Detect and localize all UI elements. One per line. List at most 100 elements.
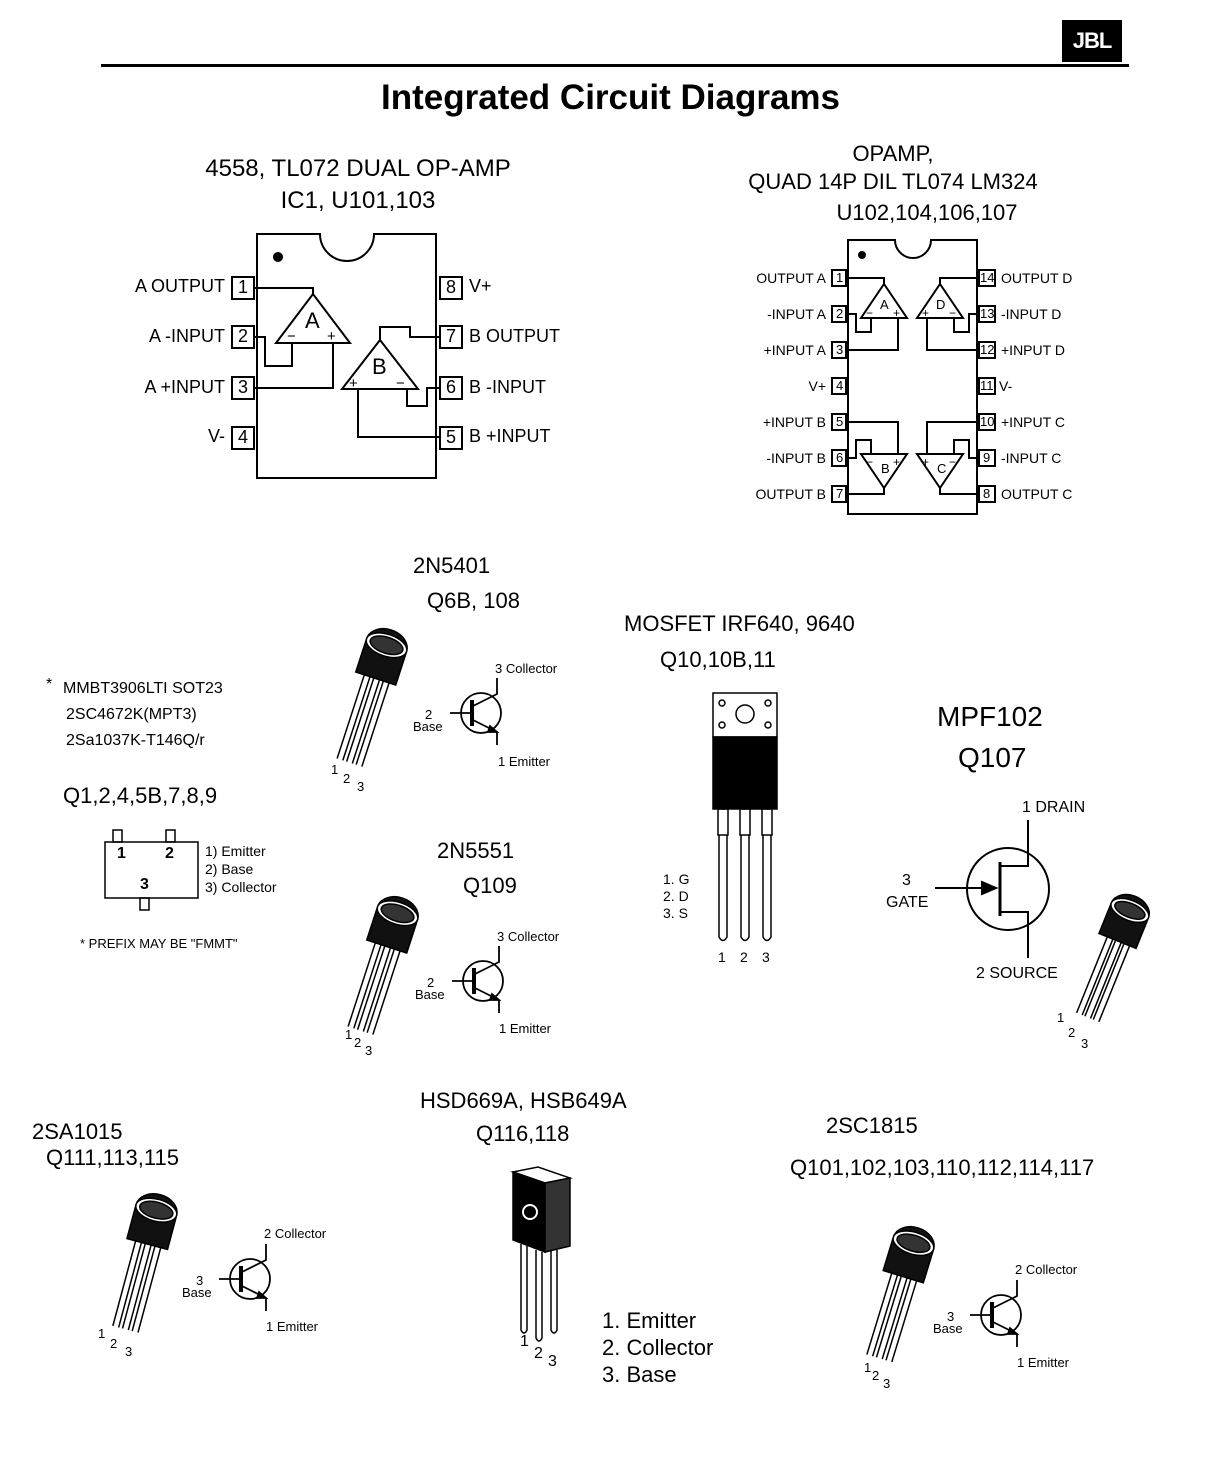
2n5551-lead-2: 2 bbox=[354, 1035, 362, 1050]
2sc1815-lead-3: 3 bbox=[883, 1376, 891, 1391]
quad-opamp-ic bbox=[831, 239, 996, 515]
header-rule bbox=[101, 64, 1129, 67]
quad-pin-9-num: 9 bbox=[983, 450, 991, 465]
to92-2sc1815 bbox=[866, 1225, 935, 1363]
2sa1015-part: 2SA1015 bbox=[32, 1119, 123, 1144]
to126-hsd669 bbox=[510, 1166, 573, 1342]
svg-text:+: + bbox=[922, 455, 929, 469]
sot23-part-2: 2SC4672K(MPT3) bbox=[66, 706, 197, 723]
page-title: Integrated Circuit Diagrams bbox=[381, 78, 840, 117]
sot23-part-3: 2Sa1037K-T146Q/r bbox=[66, 732, 205, 749]
svg-text:+: + bbox=[349, 375, 358, 392]
hsd669-legend-3: 3. Base bbox=[602, 1362, 677, 1387]
sot23-refs: Q1,2,4,5B,7,8,9 bbox=[63, 783, 218, 808]
sot23-part-1: MMBT3906LTI SOT23 bbox=[63, 680, 223, 697]
quad-pin-7-label: OUTPUT B bbox=[755, 486, 826, 502]
quad-pin-6-num: 6 bbox=[836, 450, 844, 465]
mpf102-drain: 1 DRAIN bbox=[1022, 799, 1086, 816]
2sa1015-lead-1: 1 bbox=[98, 1326, 106, 1341]
2n5401-part: 2N5401 bbox=[413, 553, 491, 578]
2sa1015-refs: Q111,113,115 bbox=[46, 1145, 179, 1170]
dual-pin-2-label: A -INPUT bbox=[148, 326, 225, 346]
sot23-legend-2: 2) Base bbox=[205, 861, 254, 877]
mosfet-legend-s: 3. S bbox=[663, 905, 688, 921]
bjt-symbol-2sa1015 bbox=[219, 1244, 271, 1311]
quad-amp-c-label: C bbox=[937, 461, 947, 476]
dual-pin-6-num: 6 bbox=[446, 377, 457, 397]
mpf102-gate: GATE bbox=[886, 894, 929, 911]
hsd669-part: HSD669A, HSB649A bbox=[420, 1088, 627, 1113]
2n5401-refs: Q6B, 108 bbox=[427, 588, 520, 613]
dual-pin-1-num: 1 bbox=[238, 277, 249, 297]
svg-text:+: + bbox=[922, 306, 929, 320]
2n5401-lead-2: 2 bbox=[343, 771, 351, 786]
amp-a-label: A bbox=[305, 308, 320, 333]
quad-pin-1-label: OUTPUT A bbox=[756, 270, 826, 286]
2sc1815-part: 2SC1815 bbox=[826, 1113, 918, 1138]
quad-pin-4-label: V+ bbox=[808, 378, 826, 394]
svg-text:−: − bbox=[949, 455, 956, 469]
2n5401-collector: 3 Collector bbox=[495, 661, 558, 676]
2sa1015-collector: 2 Collector bbox=[264, 1226, 327, 1241]
2n5551-part: 2N5551 bbox=[437, 838, 515, 863]
2n5401-emitter: 1 Emitter bbox=[498, 754, 551, 769]
dual-pin-3-num: 3 bbox=[238, 377, 249, 397]
bjt-symbol-2n5551 bbox=[452, 946, 504, 1013]
hsd669-lead-1: 1 bbox=[520, 1333, 529, 1350]
mpf102-lead-1: 1 bbox=[1057, 1010, 1065, 1025]
sot23-star: * bbox=[46, 676, 53, 693]
jfet-symbol-mpf102 bbox=[935, 820, 1050, 958]
dual-pin-4-num: 4 bbox=[238, 427, 249, 447]
mosfet-lead-2: 2 bbox=[740, 949, 748, 965]
sot23-legend-1: 1) Emitter bbox=[205, 843, 266, 859]
mpf102-gate-num: 3 bbox=[902, 872, 911, 889]
2n5401-lead-3: 3 bbox=[357, 779, 365, 794]
2n5551-emitter: 1 Emitter bbox=[499, 1021, 552, 1036]
dual-pin-3-label: A +INPUT bbox=[144, 377, 225, 397]
2sc1815-collector: 2 Collector bbox=[1015, 1262, 1078, 1277]
mpf102-lead-2: 2 bbox=[1068, 1025, 1076, 1040]
quad-pin-2-label: -INPUT A bbox=[767, 306, 826, 322]
mosfet-refs: Q10,10B,11 bbox=[660, 647, 776, 672]
dual-opamp-title: 4558, TL072 DUAL OP-AMP bbox=[205, 155, 511, 182]
svg-text:−: − bbox=[866, 455, 873, 469]
quad-pin-12-num: 12 bbox=[980, 342, 995, 357]
quad-pin-13-num: 13 bbox=[980, 306, 995, 321]
mosfet-legend-d: 2. D bbox=[663, 888, 689, 904]
2n5551-refs: Q109 bbox=[463, 873, 517, 898]
quad-amp-d-label: D bbox=[936, 297, 946, 312]
mpf102-source: 2 SOURCE bbox=[976, 965, 1058, 982]
mosfet-lead-1: 1 bbox=[718, 949, 726, 965]
2sc1815-base-num: 3 bbox=[947, 1309, 955, 1324]
bjt-symbol-2sc1815 bbox=[970, 1280, 1022, 1347]
quad-pin-8-num: 8 bbox=[983, 486, 991, 501]
bjt-symbol-2n5401 bbox=[450, 678, 502, 745]
sot23-pin-1: 1 bbox=[117, 845, 126, 862]
dual-opamp-refs: IC1, U101,103 bbox=[280, 187, 436, 214]
quad-opamp-line1: OPAMP, bbox=[852, 141, 934, 166]
dual-pin-5-label: B +INPUT bbox=[469, 426, 551, 446]
sot23-package bbox=[104, 829, 199, 911]
2sc1815-refs: Q101,102,103,110,112,114,117 bbox=[790, 1155, 1095, 1180]
2sa1015-emitter: 1 Emitter bbox=[266, 1319, 319, 1334]
2sa1015-base-num: 3 bbox=[196, 1273, 204, 1288]
sot23-legend-3: 3) Collector bbox=[205, 879, 277, 895]
2n5551-base-num: 2 bbox=[427, 975, 435, 990]
svg-text:+: + bbox=[893, 455, 900, 469]
quad-opamp-refs: U102,104,106,107 bbox=[836, 200, 1018, 225]
quad-pin-14-num: 14 bbox=[980, 270, 995, 285]
quad-pin-6-label: -INPUT B bbox=[766, 450, 826, 466]
quad-amp-a-label: A bbox=[880, 297, 889, 312]
quad-opamp-signs: − + + − − + + − bbox=[866, 306, 956, 469]
mpf102-part: MPF102 bbox=[937, 701, 1043, 732]
mosfet-lead-3: 3 bbox=[762, 949, 770, 965]
2n5401-base-num: 2 bbox=[425, 707, 433, 722]
svg-text:+: + bbox=[327, 328, 336, 345]
quad-pin-14-label: OUTPUT D bbox=[1001, 270, 1073, 286]
amp-b-label: B bbox=[372, 354, 387, 379]
dual-pin-7-num: 7 bbox=[446, 326, 457, 346]
2sc1815-emitter: 1 Emitter bbox=[1017, 1355, 1070, 1370]
quad-pin-8-label: OUTPUT C bbox=[1001, 486, 1073, 502]
2n5551-collector: 3 Collector bbox=[497, 929, 560, 944]
svg-text:−: − bbox=[396, 375, 405, 392]
